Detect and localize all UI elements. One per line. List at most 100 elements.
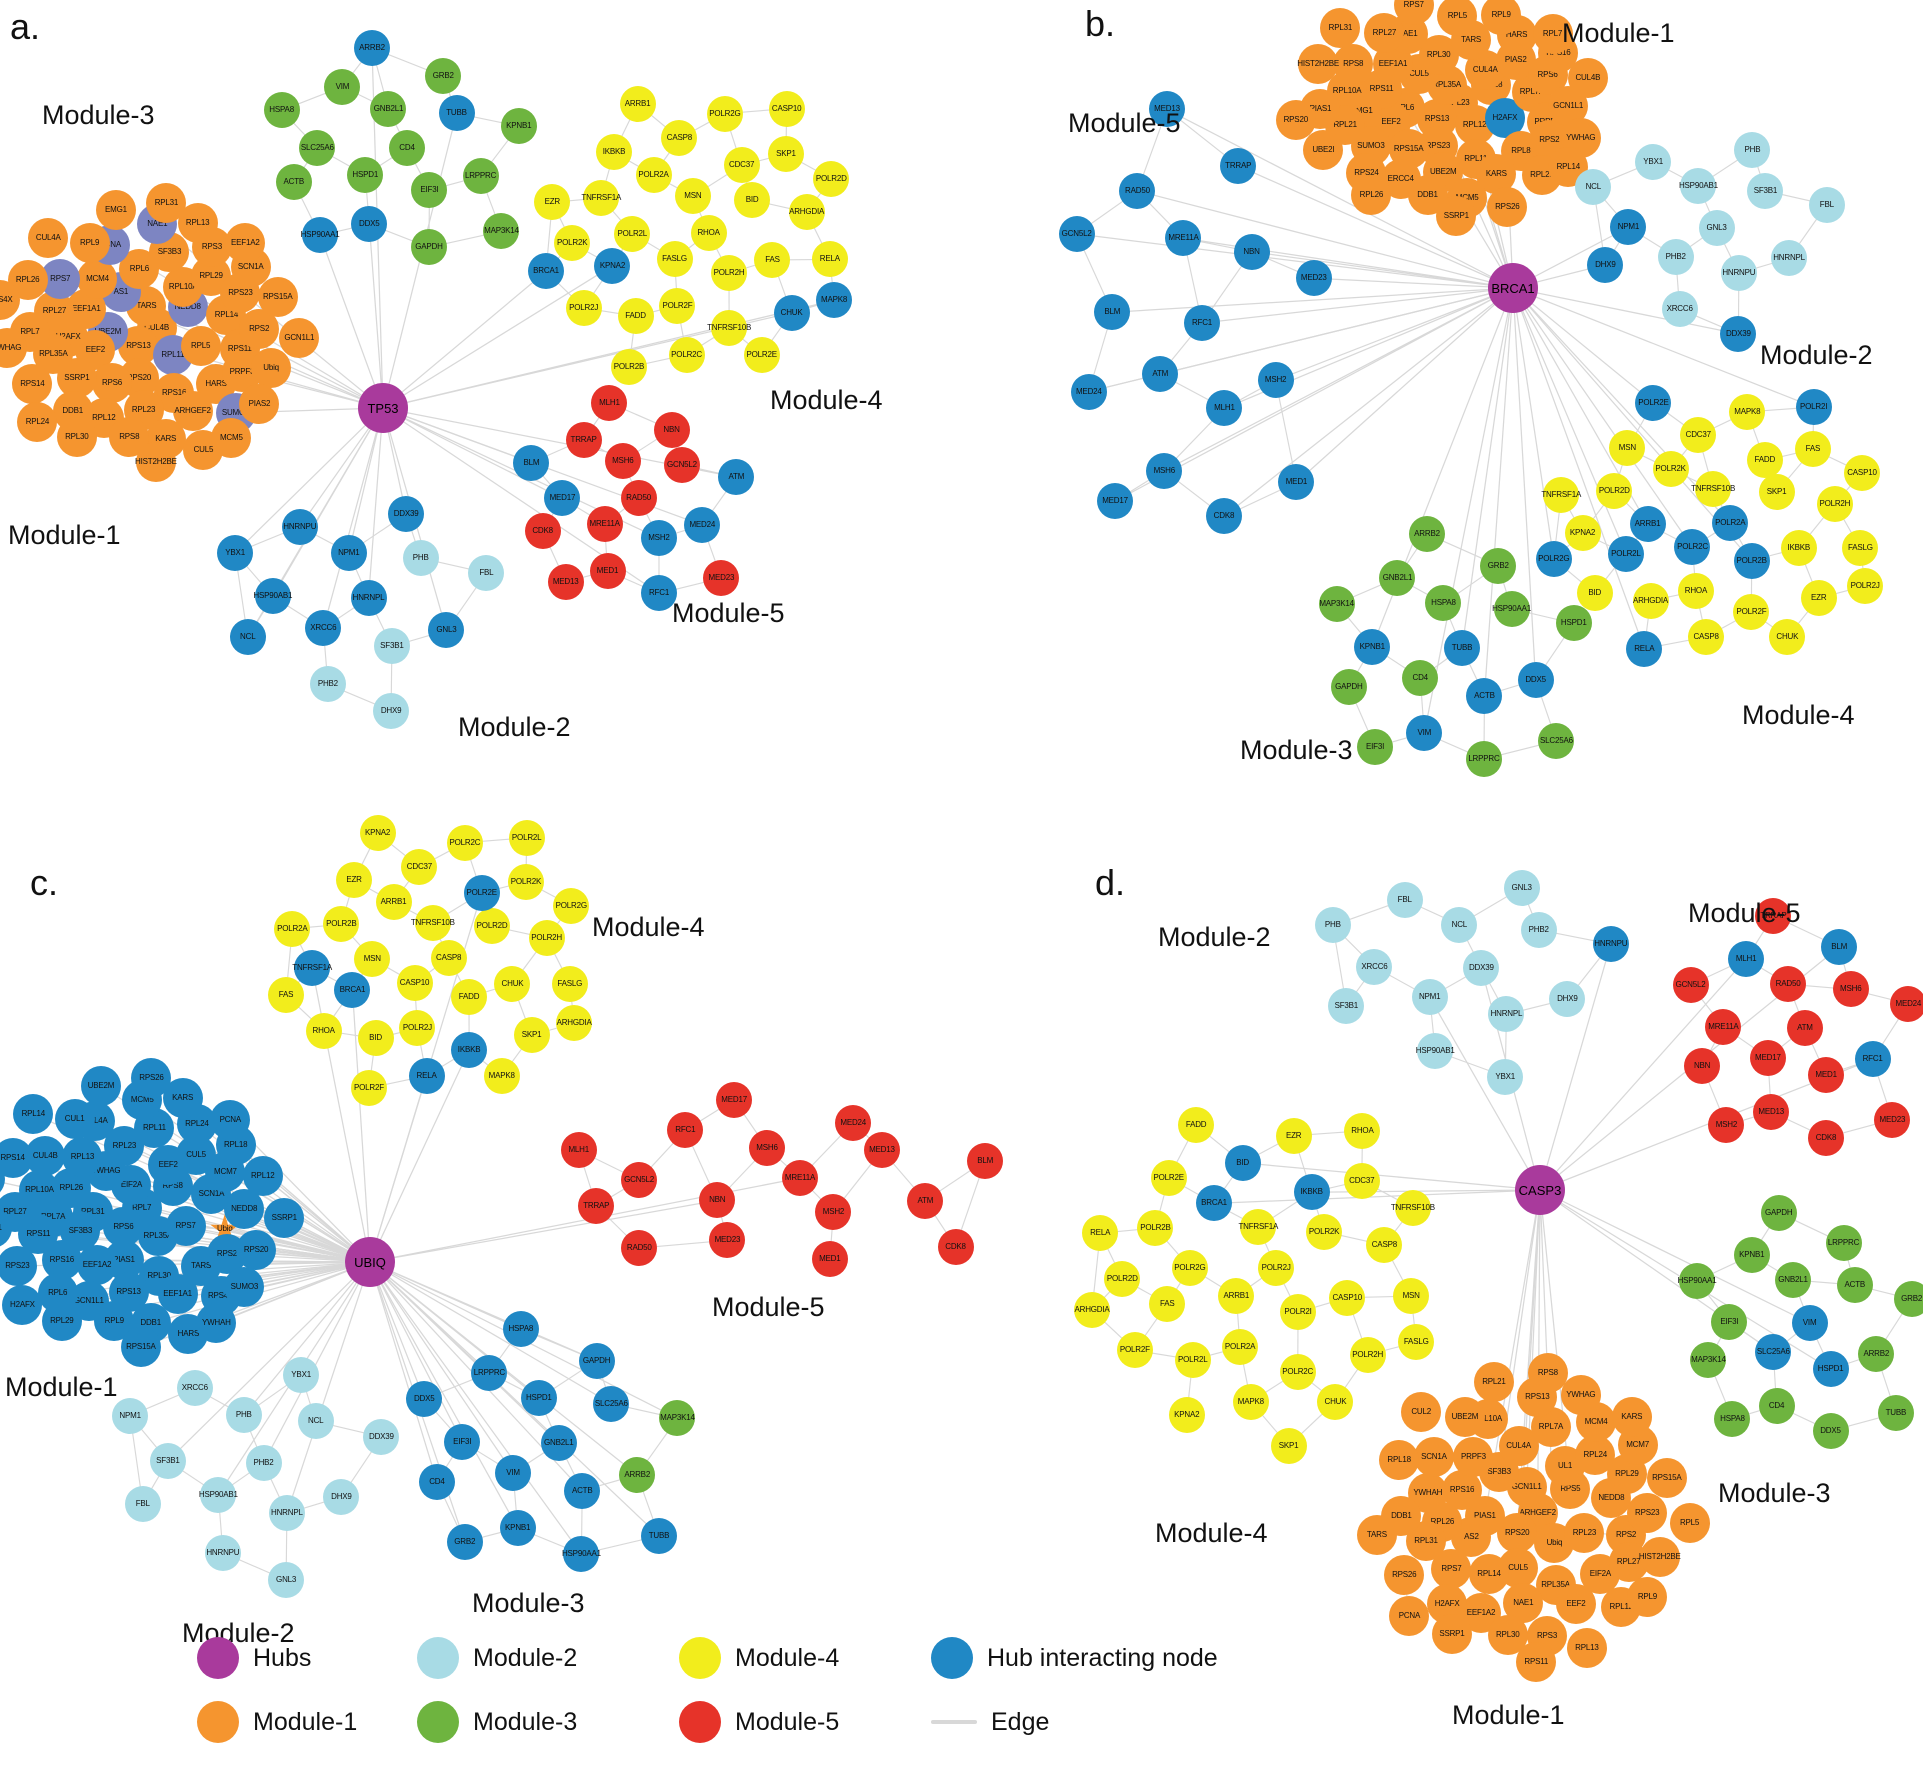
node-label: NBN	[1693, 1061, 1711, 1071]
node-label: POLR2J	[569, 302, 599, 312]
node-label: EZR	[1811, 593, 1827, 603]
node-label: YWHAH	[201, 1317, 231, 1327]
node-FASLG: FASLG	[656, 240, 693, 277]
node-label: PHB	[412, 553, 429, 563]
node-label: RPL26	[59, 1182, 84, 1192]
node-label: POLR2J	[1261, 1263, 1291, 1272]
node-POLR2D: POLR2D	[1104, 1260, 1141, 1297]
node-label: BLM	[1104, 307, 1121, 317]
edge-line	[1537, 1189, 1541, 1514]
node-label: MAP3K14	[660, 1413, 695, 1423]
node-PCNA: PCNA	[210, 1099, 251, 1140]
node-label: HIST2H2BE	[1297, 58, 1340, 68]
node-label: TNFRSF1A	[581, 192, 622, 202]
node-label: H2AFX	[10, 1299, 35, 1309]
node-label: RPS3	[1536, 1630, 1558, 1640]
node-label: POLR2C	[1677, 542, 1708, 552]
node-label: POLR2B	[1736, 555, 1767, 565]
node-label: EEF1A2	[1466, 1607, 1496, 1617]
node-RPS20: RPS20	[236, 1229, 277, 1270]
node-label: CDC37	[1349, 1175, 1375, 1185]
node-SSRP1: SSRP1	[264, 1197, 305, 1238]
node-label: KPNA2	[1569, 528, 1596, 538]
node-RPS15A: RPS15A	[257, 277, 298, 318]
node-label: RPL26	[15, 275, 40, 285]
node-label: MED13	[1758, 1106, 1785, 1116]
node-POLR2J: POLR2J	[1847, 567, 1884, 604]
node-label: RPL7	[1542, 28, 1563, 38]
node-label: MCM4	[1584, 1417, 1608, 1427]
node-POLR2L: POLR2L	[1174, 1341, 1211, 1378]
node-POLR2A: POLR2A	[635, 157, 672, 193]
node-VIM: VIM	[1406, 714, 1443, 751]
node-label: RPS11	[1369, 84, 1394, 94]
node-label: BLM	[523, 457, 540, 467]
node-label: GRB2	[432, 71, 454, 81]
node-label: POLR2D	[815, 173, 847, 183]
node-TNFRSF10B: TNFRSF10B	[1691, 471, 1735, 508]
node-label: RPS15A	[262, 292, 293, 302]
edge-swatch	[931, 1720, 977, 1724]
node-CASP10: CASP10	[768, 90, 805, 127]
node-ARRB2: ARRB2	[1858, 1335, 1895, 1372]
node-label: NPM1	[1617, 222, 1640, 232]
node-POLR2G: POLR2G	[1535, 540, 1572, 577]
node-YBX1: YBX1	[1487, 1058, 1524, 1095]
node-label: GAPDH	[415, 242, 443, 252]
node-label: EEF2	[1566, 1599, 1586, 1609]
node-label: RPS6	[101, 377, 123, 387]
node-POLR2E: POLR2E	[1150, 1159, 1187, 1196]
node-MED1: MED1	[589, 553, 626, 590]
edge-line	[369, 1261, 519, 1529]
node-MLH1: MLH1	[1728, 941, 1765, 977]
node-label: RPS5	[1560, 1484, 1581, 1493]
node-label: CDC37	[406, 861, 433, 871]
node-label: GCN1L1	[1511, 1482, 1542, 1492]
edge-line	[1237, 165, 1514, 289]
node-KPNB1: KPNB1	[500, 108, 537, 145]
edge-line	[1512, 287, 1694, 548]
node-label: BLM	[977, 1155, 994, 1165]
node-FADD: FADD	[617, 298, 654, 335]
node-label: HNRNPL	[1773, 253, 1805, 263]
edge-line	[322, 407, 384, 629]
node-label: POLR2A	[638, 170, 669, 179]
node-label: RPL9	[1637, 1592, 1658, 1602]
node-label: YWHAH	[1413, 1488, 1443, 1498]
node-label: RHOA	[312, 1025, 336, 1035]
node-RPL31: RPL31	[146, 182, 187, 223]
node-label: FASLG	[1403, 1337, 1429, 1347]
edge-line	[1512, 287, 1537, 680]
node-CHUK: CHUK	[773, 294, 810, 331]
module-label-module-5: Module-5	[712, 1292, 825, 1322]
node-label: RPL10A	[1332, 85, 1362, 95]
node-label: KPNB1	[1739, 1250, 1765, 1260]
node-label: POLR2D	[1106, 1273, 1138, 1283]
node-label: RPL30	[1495, 1630, 1520, 1639]
node-label: EZR	[544, 197, 561, 207]
node-label: MSN	[363, 953, 381, 963]
node-POLR2E: POLR2E	[463, 874, 500, 911]
node-MLH1: MLH1	[1206, 390, 1243, 427]
legend-item-edge: Edge	[931, 1701, 1049, 1743]
legend-label: Module-2	[473, 1643, 578, 1672]
node-label: EIF3I	[453, 1436, 472, 1446]
edge-line	[367, 407, 384, 599]
node-label: RPL21	[1333, 119, 1357, 129]
node-label: KPNB1	[506, 121, 532, 131]
node-RPL30: RPL30	[56, 417, 97, 458]
node-VIM: VIM	[495, 1455, 532, 1491]
node-ARHGDIA: ARHGDIA	[788, 194, 825, 231]
node-HNRNPU: HNRNPU	[281, 508, 318, 545]
node-label: HSPA8	[269, 105, 294, 115]
node-POLR2F: POLR2F	[659, 287, 696, 324]
node-YWHAH: YWHAH	[196, 1302, 237, 1343]
node-label: RPS16	[49, 1255, 75, 1265]
node-RPL13: RPL13	[1566, 1627, 1607, 1668]
node-KPNB1: KPNB1	[499, 1509, 536, 1546]
node-label: RPL35A	[39, 348, 68, 358]
node-label: KARS	[172, 1093, 194, 1103]
node-RPL9: RPL9	[69, 222, 110, 263]
node-EIF3I: EIF3I	[1357, 728, 1394, 765]
node-label: HNRNPL	[352, 593, 385, 602]
